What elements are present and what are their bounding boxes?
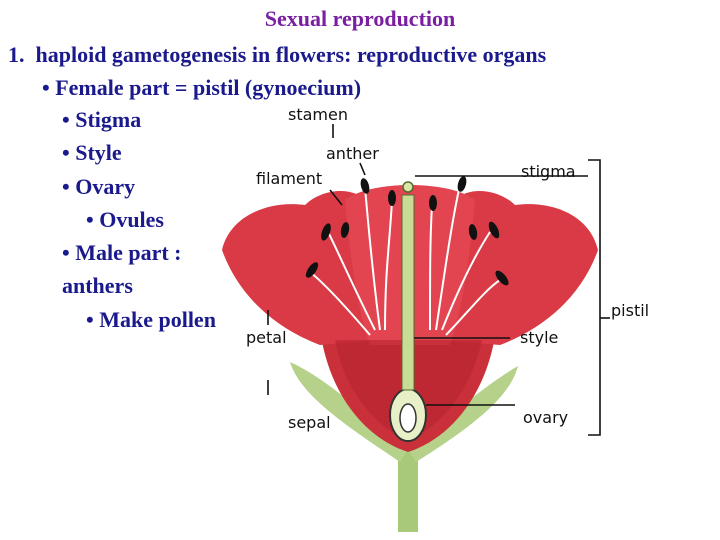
filament <box>445 279 501 336</box>
pistil-bracket <box>588 159 601 436</box>
petal-right <box>438 190 598 345</box>
stem <box>398 440 418 532</box>
anther <box>495 270 509 286</box>
filament <box>364 187 381 331</box>
heading-text: haploid gametogenesis in flowers: reprod… <box>35 42 547 67</box>
bullet-style: • Style <box>62 140 122 166</box>
bullet-text: Male part : <box>75 240 182 265</box>
ovule <box>399 403 417 433</box>
style <box>401 194 415 391</box>
label-style: style <box>520 328 558 347</box>
bullet-symbol: • <box>42 75 50 100</box>
heading: 1. haploid gametogenesis in flowers: rep… <box>8 42 546 68</box>
anther <box>388 190 396 206</box>
leader-lines <box>267 124 610 436</box>
stamens <box>309 184 501 336</box>
label-petal: petal <box>246 328 287 347</box>
label-filament: filament <box>256 169 322 188</box>
bullet-male-part: • Male part : <box>62 240 182 266</box>
anther <box>340 222 350 238</box>
label-stamen: stamen <box>288 105 348 124</box>
bullet-ovules: • Ovules <box>86 207 164 233</box>
bullet-text: Style <box>75 140 122 165</box>
bullet-symbol: • <box>62 107 70 132</box>
anther <box>429 195 437 211</box>
heading-number: 1. <box>8 42 25 67</box>
filament-leader <box>329 189 343 206</box>
filament <box>435 184 461 331</box>
bullet-text: Female part = pistil (gynoecium) <box>55 75 362 100</box>
anther <box>488 221 500 239</box>
label-stigma: stigma <box>521 162 576 181</box>
filament <box>327 231 376 331</box>
bullet-ovary: • Ovary <box>62 174 135 200</box>
anthers <box>305 176 509 286</box>
anther <box>457 176 467 192</box>
anther <box>321 223 331 241</box>
filament <box>441 231 491 331</box>
bullet-symbol: • <box>86 207 94 232</box>
bullet-make-pollen: • Make pollen <box>86 307 216 333</box>
bullet-text: Ovules <box>99 207 164 232</box>
anther <box>360 178 370 194</box>
bullet-text: Ovary <box>75 174 136 199</box>
stigma <box>402 181 414 193</box>
bullet-symbol: • <box>62 140 70 165</box>
anther <box>305 262 319 278</box>
bullet-stigma: • Stigma <box>62 107 141 133</box>
bullet-symbol: • <box>62 174 70 199</box>
filament <box>309 271 371 336</box>
bullet-symbol: • <box>86 307 94 332</box>
anther <box>468 224 478 240</box>
filament <box>384 199 393 331</box>
filament <box>429 204 433 331</box>
sepal-left <box>290 362 408 462</box>
anther-leader <box>359 162 366 176</box>
label-pistil: pistil <box>611 301 649 320</box>
slide-title: Sexual reproduction <box>264 6 456 31</box>
bullet-text: Stigma <box>75 107 142 132</box>
label-anther: anther <box>326 144 379 163</box>
bullet-symbol: • <box>62 240 70 265</box>
bullet-anthers: anthers <box>62 273 133 299</box>
bullet-female-part: • Female part = pistil (gynoecium) <box>42 75 361 101</box>
bullet-text: Make pollen <box>99 307 216 332</box>
bullet-text: anthers <box>62 273 133 298</box>
label-ovary: ovary <box>523 408 568 427</box>
label-sepal: sepal <box>288 413 331 432</box>
